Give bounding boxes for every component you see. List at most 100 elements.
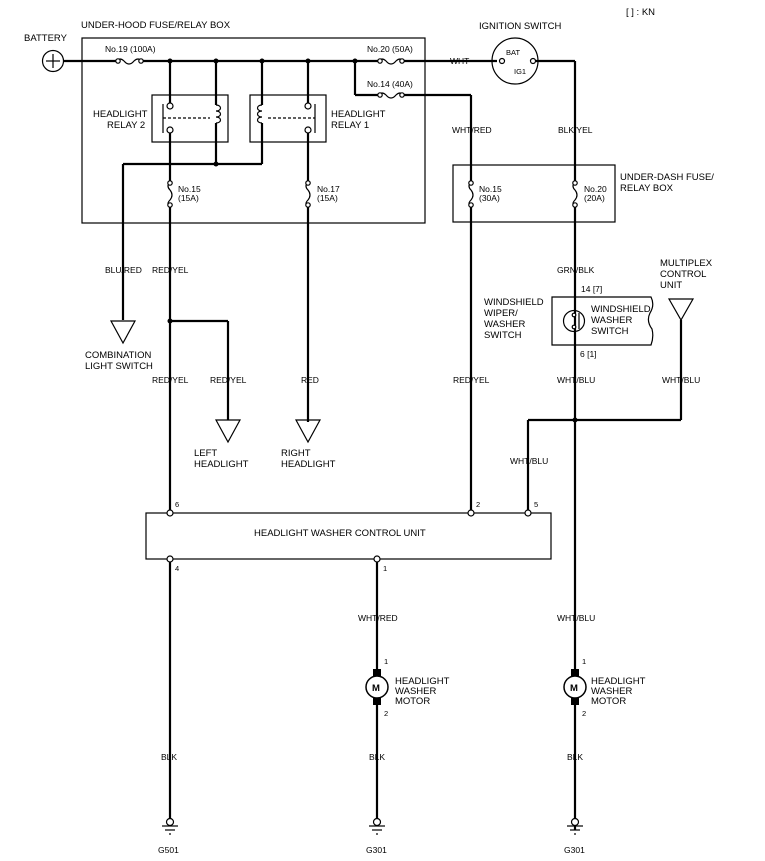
motor-left-pin-1: 1 (384, 657, 388, 666)
right-headlight-connector-icon (294, 419, 322, 444)
motor-right-label-1: HEADLIGHT (591, 676, 646, 687)
relay-2-label-2: RELAY 2 (107, 120, 145, 131)
under-hood-box-outline (81, 37, 426, 224)
ignition-switch-title: IGNITION SWITCH (479, 21, 561, 32)
fuse-14-icon (377, 92, 405, 99)
under-hood-box-title: UNDER-HOOD FUSE/RELAY BOX (81, 20, 231, 31)
ignition-switch: IGNITION SWITCH WHT BAT IG1 (450, 21, 577, 182)
wire-blu-red: BLU/RED (105, 265, 142, 275)
ground-g501: G501 (158, 817, 179, 855)
windshield-wiper-washer-switch: WINDSHIELD WIPER/ WASHER SWITCH 14 [7] 6… (484, 284, 654, 359)
fuse-15-30a-label-1: No.15 (479, 184, 502, 194)
wire-wht-blu-1: WHT/BLU (557, 375, 595, 385)
combination-switch-connector-icon (109, 320, 137, 345)
motor-left-pin-2: 2 (384, 709, 388, 718)
wire-grn-blk: GRN/BLK (557, 265, 595, 275)
pin-1: 1 (383, 564, 387, 573)
motor-right-pin-2: 2 (582, 709, 586, 718)
wiper-switch-label-3: WASHER (484, 319, 525, 330)
ground-g301-right-label: G301 (564, 845, 585, 855)
under-dash-fuse-relay-box: UNDER-DASH FUSE/ RELAY BOX No.15 (30A) N… (452, 164, 714, 223)
motor-left-label-3: MOTOR (395, 696, 430, 707)
motor-icon (365, 675, 389, 699)
control-unit-label: HEADLIGHT WASHER CONTROL UNIT (254, 528, 426, 539)
wiper-switch-label-2: WIPER/ (484, 308, 518, 319)
relay-1-label-1: HEADLIGHT (331, 109, 386, 120)
fuse-20-icon (377, 58, 405, 65)
fuse-19-label: No.19 (100A) (105, 44, 156, 54)
wire-blk-1: BLK (161, 752, 177, 762)
relay-2-coil-icon (215, 104, 222, 124)
ground-g301-left-label: G301 (366, 845, 387, 855)
wire-red-yel-2: RED/YEL (152, 375, 189, 385)
wiper-switch-pin-top: 14 [7] (581, 284, 602, 294)
washer-switch-icon (562, 309, 586, 333)
fuse-20-20a-label-1: No.20 (584, 184, 607, 194)
relay-1-coil-icon (256, 104, 263, 124)
multiplex-label-1: MULTIPLEX (660, 258, 713, 269)
motor-right-label-3: MOTOR (591, 696, 626, 707)
wiper-switch-pin-bottom: 6 [1] (580, 349, 597, 359)
fuse-15-30a-label-2: (30A) (479, 193, 500, 203)
pin-6: 6 (175, 500, 179, 509)
battery-label: BATTERY (24, 33, 68, 44)
wire-wht-red-bottom: WHT/RED (358, 613, 398, 623)
fuse-14-label: No.14 (40A) (367, 79, 413, 89)
relay-2-label-1: HEADLIGHT (93, 109, 148, 120)
fuse-15-15a-label-1: No.15 (178, 184, 201, 194)
motor-right-symbol: M (570, 683, 578, 694)
relay-1-label-2: RELAY 1 (331, 120, 369, 131)
wire-red-yel-1: RED/YEL (152, 265, 189, 275)
under-hood-fuse-relay-box: UNDER-HOOD FUSE/RELAY BOX No.19 (100A) N… (64, 20, 497, 320)
fuse-19-icon (115, 58, 143, 65)
battery: BATTERY (24, 33, 68, 73)
headlight-relay-2 (151, 94, 229, 143)
motor-left-label-2: WASHER (395, 686, 436, 697)
washer-switch-label-3: SWITCH (591, 326, 629, 337)
combination-switch-label-1: COMBINATION (85, 350, 151, 361)
motor-left-symbol: M (372, 683, 380, 694)
ignition-bat-label: BAT (506, 48, 520, 57)
under-dash-box-title-1: UNDER-DASH FUSE/ (620, 172, 714, 183)
wire-blk-2: BLK (369, 752, 385, 762)
headlight-washer-control-unit: HEADLIGHT WASHER CONTROL UNIT 6 2 5 4 1 (145, 500, 552, 573)
legend-kn: [ ] : KN (626, 7, 655, 18)
headlight-washer-motor-left: M 1 2 HEADLIGHT WASHER MOTOR (365, 657, 450, 718)
multiplex-label-3: UNIT (660, 280, 682, 291)
wire-red-yel-3: RED/YEL (210, 375, 247, 385)
right-headlight-label-1: RIGHT (281, 448, 311, 459)
washer-switch-label-2: WASHER (591, 315, 632, 326)
wire-blk-3: BLK (567, 752, 583, 762)
battery-plus-icon (41, 49, 65, 73)
wire-red-yel-4: RED/YEL (453, 375, 490, 385)
ignition-ig1-label: IG1 (514, 67, 526, 76)
under-dash-box-title-2: RELAY BOX (620, 183, 674, 194)
ground-g301-left: G301 (366, 817, 387, 855)
pin-2: 2 (476, 500, 480, 509)
fuse-20-20a-label-2: (20A) (584, 193, 605, 203)
fuse-15-15a-label-2: (15A) (178, 193, 199, 203)
motor-right-pin-1: 1 (582, 657, 586, 666)
wire-wht-blu-3: WHT/BLU (510, 456, 548, 466)
pin-4: 4 (175, 564, 179, 573)
headlight-relay-1 (249, 94, 327, 143)
wire-blk-yel: BLK/YEL (558, 125, 593, 135)
motor-icon (563, 675, 587, 699)
fuse-17-label-1: No.17 (317, 184, 340, 194)
motor-right-label-2: WASHER (591, 686, 632, 697)
multiplex-connector-icon (667, 298, 695, 322)
headlight-washer-motor-right: M 1 2 HEADLIGHT WASHER MOTOR (563, 657, 646, 718)
left-headlight-label-2: HEADLIGHT (194, 459, 249, 470)
wiper-switch-label-4: SWITCH (484, 330, 522, 341)
wire-wht-red-top: WHT/RED (452, 125, 492, 135)
ground-g301-right: G301 (564, 817, 585, 855)
wire-red: RED (301, 375, 319, 385)
ground-g501-label: G501 (158, 845, 179, 855)
wire-wht: WHT (450, 56, 469, 66)
fuse-20-label: No.20 (50A) (367, 44, 413, 54)
washer-switch-label-1: WINDSHIELD (591, 304, 651, 315)
wire-wht-blu-bottom: WHT/BLU (557, 613, 595, 623)
fuse-17-label-2: (15A) (317, 193, 338, 203)
wiper-switch-label-1: WINDSHIELD (484, 297, 544, 308)
